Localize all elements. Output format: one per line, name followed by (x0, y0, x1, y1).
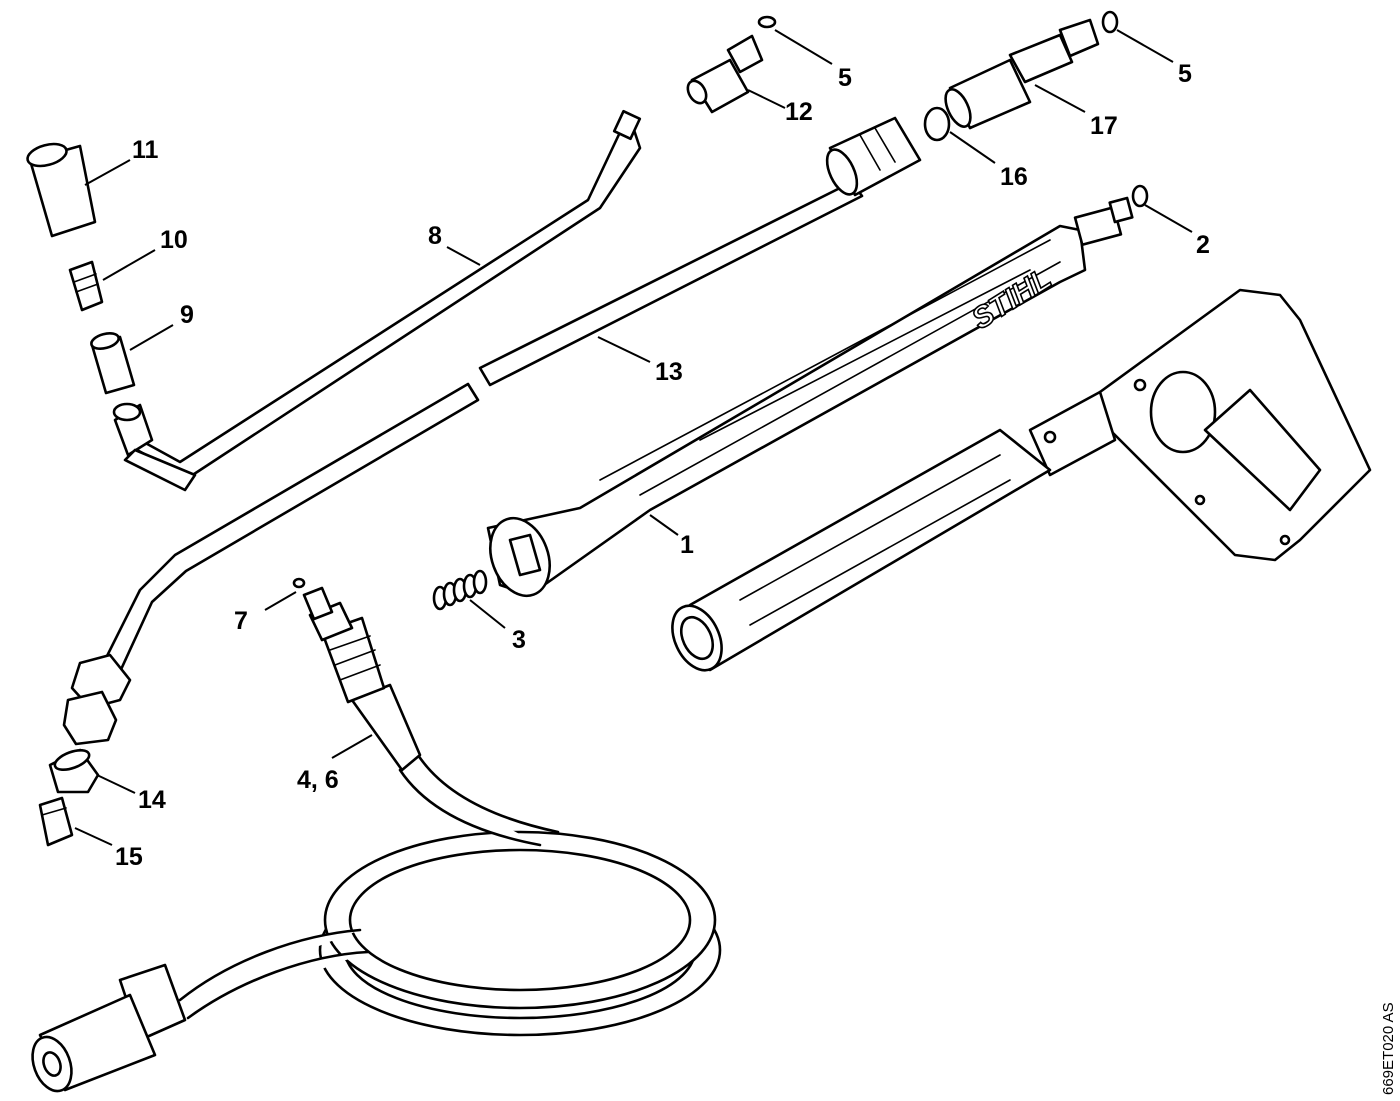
nozzle-15 (38, 796, 74, 847)
callout-5-right: 5 (1178, 60, 1192, 88)
o-ring-2 (1131, 184, 1149, 208)
callout-12: 12 (785, 98, 813, 126)
spray-lance-8 (112, 109, 642, 492)
o-ring-5-left (757, 15, 777, 29)
nut-14 (48, 748, 100, 794)
o-ring-16 (923, 106, 951, 142)
callout-4-6: 4, 6 (297, 766, 339, 794)
callout-11: 11 (132, 136, 159, 164)
callout-7: 7 (234, 607, 248, 635)
fitting-12 (686, 34, 764, 114)
nozzle-cap-11 (26, 142, 97, 238)
o-ring-5-right (1101, 10, 1119, 34)
callout-9: 9 (180, 301, 194, 329)
callout-5-left: 5 (838, 64, 852, 92)
high-pressure-hose (31, 586, 722, 1093)
callout-14: 14 (138, 786, 166, 814)
callout-8: 8 (428, 222, 442, 250)
spring (432, 569, 488, 611)
callout-13: 13 (655, 358, 683, 386)
spray-lance-13 (62, 116, 922, 746)
callout-17: 17 (1090, 112, 1118, 140)
coupling-17 (944, 18, 1100, 130)
figure-code: 669ET020 AS (1380, 1002, 1397, 1095)
callout-16: 16 (1000, 163, 1028, 191)
callout-15: 15 (115, 843, 143, 871)
leader-lines (74, 29, 1193, 846)
callout-2: 2 (1196, 231, 1210, 259)
nozzle-10 (68, 260, 104, 312)
spray-gun-barrel-1: STIHL (486, 196, 1134, 598)
callout-1: 1 (680, 531, 694, 559)
callout-3: 3 (512, 626, 526, 654)
o-ring-7 (292, 577, 306, 589)
adapter-9 (90, 332, 136, 395)
callout-10: 10 (160, 226, 188, 254)
spray-gun-handle (671, 288, 1372, 672)
